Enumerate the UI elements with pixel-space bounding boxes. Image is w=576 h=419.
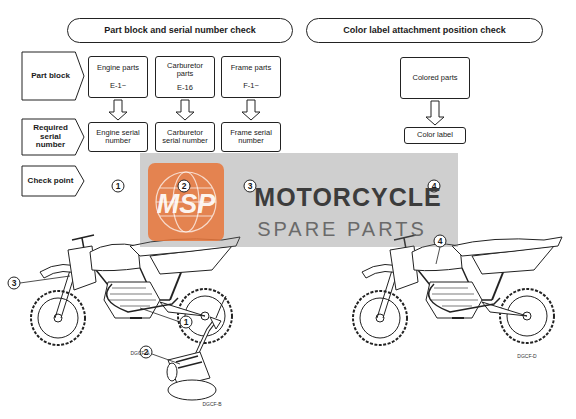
throttle-cable (216, 296, 226, 318)
row-heading-arrow: Part block (22, 52, 84, 100)
callout-number: 4 (434, 235, 447, 248)
section-heading: Part block and serial number check (67, 18, 293, 43)
block-arrow (426, 101, 444, 125)
node-title: Frame parts (231, 64, 271, 72)
watermark-text: MOTORCYCLE (254, 183, 441, 212)
process-box: Colored parts (400, 57, 470, 99)
globe-outline (156, 172, 216, 232)
arrow-shape (22, 166, 84, 196)
carburetor-cap (210, 317, 221, 329)
figure-code: DGCF-D (517, 353, 536, 359)
carburetor-tube-core (196, 322, 214, 356)
node-title: Color label attachment position check (343, 26, 506, 36)
node-title: Required serial number (25, 124, 76, 150)
process-box: Carburetor serial number (155, 122, 215, 152)
carburetor (167, 296, 226, 400)
row-heading-arrow: Required serial number (22, 119, 84, 155)
arrow-shape (22, 52, 84, 100)
figure-code: DGCF-A (130, 350, 149, 356)
watermark-band (140, 153, 458, 247)
node-title: Color label (417, 131, 453, 139)
arrow-shape (22, 119, 84, 155)
process-box: Engine serial number (88, 122, 148, 152)
float-bowl (168, 380, 216, 400)
watermark-text: SPARE PARTS (257, 218, 427, 241)
leader-line (140, 308, 180, 322)
process-box: Engine partsE-1~ (88, 56, 148, 98)
block-arrow (176, 100, 194, 120)
watermark-logo-box (148, 163, 224, 241)
node-title: Part block and serial number check (104, 26, 256, 36)
block-arrow (109, 100, 127, 120)
carburetor-tube (196, 322, 214, 356)
node-code: F-1~ (243, 82, 259, 90)
node-code: E-16 (177, 84, 193, 92)
node-title: Colored parts (412, 74, 457, 82)
node-title: Check point (28, 177, 74, 186)
node-title: Carburetor serial number (158, 129, 212, 146)
callout-number: 1 (112, 180, 125, 193)
row-heading-arrow: Check point (22, 166, 84, 196)
carburetor-hatch (176, 356, 202, 368)
leader-line (152, 354, 180, 364)
process-box: Color label (404, 127, 466, 144)
leader-lines (20, 247, 440, 364)
process-box: Frame serial number (221, 122, 281, 152)
leader-line (20, 276, 70, 283)
leader-line (436, 247, 440, 264)
process-box: Carburetor partsE-16 (155, 56, 215, 98)
node-title: Frame serial number (224, 129, 278, 146)
motorcycle-right (353, 235, 562, 345)
section-heading: Color label attachment position check (306, 18, 543, 43)
figure-code: DGCF-B (202, 401, 221, 407)
node-title: Engine serial number (91, 129, 145, 146)
carburetor-intake (167, 363, 177, 381)
watermark-logo: MSP (157, 189, 216, 220)
block-arrow (242, 100, 260, 120)
callout-number: 3 (8, 277, 21, 290)
callout-number: 1 (180, 316, 193, 329)
node-title: Carburetor parts (158, 62, 212, 79)
node-code: E-1~ (110, 82, 126, 90)
node-title: Part block (31, 72, 70, 81)
watermark-globe (156, 172, 216, 232)
process-box: Frame partsF-1~ (221, 56, 281, 98)
node-title: Engine parts (97, 64, 139, 72)
